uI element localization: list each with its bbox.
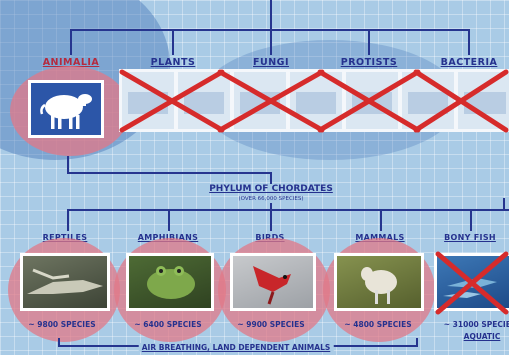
- amphibians-photo: [126, 253, 214, 311]
- mammals-photo: [334, 253, 424, 311]
- kingdom-drop: [270, 29, 272, 55]
- kingdom-label-bacteria: BACTERIA: [441, 57, 498, 68]
- class-drop: [470, 209, 472, 231]
- kingdom-label-fungi: FUNGI: [253, 57, 289, 68]
- count-amphibians: ~ 6400 SPECIES: [134, 320, 201, 329]
- birds-photo: [230, 253, 316, 311]
- count-bony-fish: ~ 31000 SPECIES: [444, 320, 509, 329]
- reptiles-photo: [20, 253, 110, 311]
- count-reptiles: ~ 9800 SPECIES: [28, 320, 95, 329]
- class-drop: [67, 209, 69, 231]
- class-drop: [380, 209, 382, 231]
- bony-fish-cross-icon: [432, 250, 509, 316]
- class-drop: [168, 209, 170, 231]
- kingdom-label-plants: PLANTS: [151, 57, 196, 68]
- sheep-icon: [31, 83, 101, 135]
- crocodile-icon: [23, 256, 107, 308]
- phylum-connector: [270, 172, 272, 184]
- class-drop: [503, 198, 505, 210]
- aquatic-note: AQUATIC: [464, 332, 501, 341]
- footer-bracket: [416, 338, 418, 346]
- footer-caption: AIR BREATHING, LAND DEPENDENT ANIMALS: [139, 343, 334, 352]
- count-birds: ~ 9900 SPECIES: [237, 320, 304, 329]
- kingdom-drop: [70, 29, 72, 55]
- kingdom-drop: [468, 29, 470, 55]
- count-mammals: ~ 4800 SPECIES: [344, 320, 411, 329]
- kingdom-drop: [172, 29, 174, 55]
- sheep-photo-icon: [337, 256, 421, 308]
- phylum-connector: [67, 172, 272, 174]
- phylum-title: PHYLUM OF CHORDATES: [209, 184, 333, 194]
- cardinal-bird-icon: [233, 256, 313, 308]
- frog-icon: [129, 256, 211, 308]
- kingdom-label-protists: PROTISTS: [341, 57, 398, 68]
- class-bar: [67, 209, 509, 211]
- class-drop: [270, 209, 272, 231]
- phylum-connector: [67, 156, 69, 173]
- root-connector: [270, 0, 272, 30]
- kingdom-drop: [368, 29, 370, 55]
- animalia-photo: [28, 80, 104, 138]
- class-label-bony-fish: BONY FISH: [444, 233, 496, 242]
- phylum-subtitle: (OVER 66,000 SPECIES): [238, 196, 303, 202]
- kingdoms-cross-icon: [118, 68, 509, 134]
